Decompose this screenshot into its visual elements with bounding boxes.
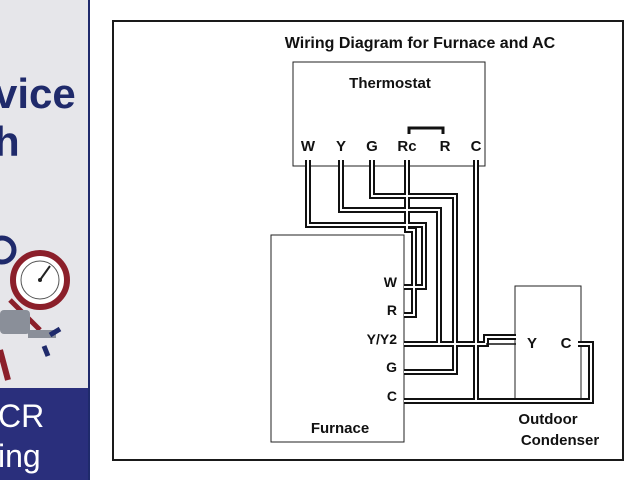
condenser-box [514,285,582,403]
thermostat-terminal-y: Y [336,138,346,155]
thermostat-label: Thermostat [349,75,431,92]
furnace-terminal-y-y2: Y/Y2 [367,331,398,347]
furnace-box [270,234,405,443]
sidebar-title: vice h [0,70,76,165]
thermostat-terminal-w: W [301,138,316,155]
furnace-terminal-w: W [384,274,398,290]
thermostat-terminal-c: C [471,138,482,155]
furnace-terminal-r: R [387,302,397,318]
left-sidebar-banner: vice h CR ing [0,0,88,480]
thermostat-terminal-g: G [366,138,378,155]
sidebar-footer-band [0,388,88,480]
manifold-gauge-icon [0,235,62,381]
wire-rc [404,160,417,318]
furnace-terminal-g: G [386,359,397,375]
pressure-gauge-icon [8,250,70,332]
condenser-terminal-y: Y [527,335,537,352]
thermostat-box [292,61,486,167]
furnace-label: Furnace [311,420,369,437]
diagram-title: Wiring Diagram for Furnace and AC [285,35,556,52]
condenser-terminal-c: C [561,335,572,352]
condenser-label-line2: Condenser [521,432,600,449]
wires [305,160,594,404]
thermostat-terminal-rc: Rc [397,138,416,155]
gauge-illustration [0,235,70,381]
thermostat-terminal-r: R [440,138,451,155]
rc-r-jumper [407,126,445,134]
condenser-label-line1: Outdoor [518,411,577,428]
furnace-terminal-c: C [387,388,397,404]
wire-y-condenser [404,334,516,347]
sidebar-footer-text: CR ing [0,398,45,474]
